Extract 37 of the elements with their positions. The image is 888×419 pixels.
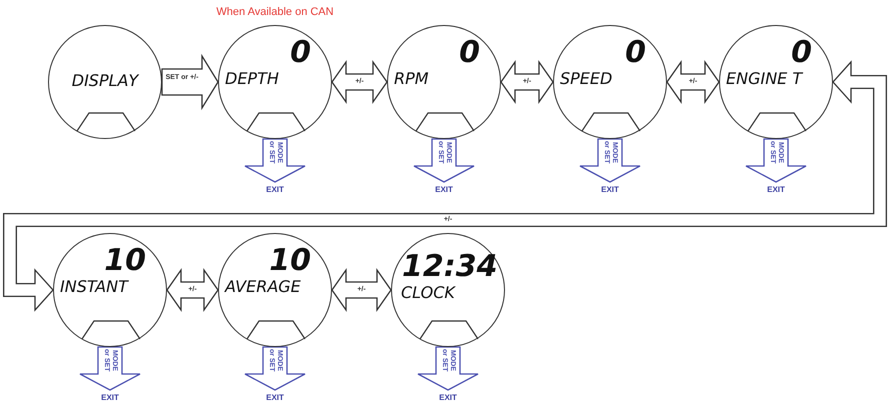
exit-text: EXIT bbox=[90, 392, 130, 404]
block-arrow bbox=[331, 268, 392, 312]
exit-text: EXIT bbox=[590, 184, 630, 196]
exit-text: EXIT bbox=[756, 184, 796, 196]
lcd-label: DEPTH bbox=[225, 70, 279, 88]
lcd-label: AVERAGE bbox=[225, 278, 301, 296]
block-arrow bbox=[244, 138, 306, 183]
lcd-value: 10 bbox=[269, 246, 311, 276]
block-arrow bbox=[666, 60, 720, 104]
lcd-value: 0 bbox=[459, 38, 480, 68]
block-arrow bbox=[79, 346, 141, 391]
lcd-value: 0 bbox=[290, 38, 311, 68]
lcd-value: 0 bbox=[791, 38, 812, 68]
lcd-label: DISPLAY bbox=[70, 72, 140, 90]
lcd-label: RPM bbox=[394, 70, 429, 88]
block-arrow bbox=[166, 268, 219, 312]
block-arrow bbox=[413, 138, 475, 183]
block-arrow bbox=[500, 60, 554, 104]
block-arrow bbox=[3, 61, 887, 311]
block-arrow bbox=[579, 138, 641, 183]
lcd-label: SPEED bbox=[560, 70, 612, 88]
lcd-label: CLOCK bbox=[401, 284, 455, 302]
lcd-label: INSTANT bbox=[60, 278, 128, 296]
lcd-value: 0 bbox=[625, 38, 646, 68]
block-arrow bbox=[745, 138, 807, 183]
exit-text: EXIT bbox=[424, 184, 464, 196]
lcd-value: 12:34 bbox=[402, 252, 498, 282]
block-arrow bbox=[417, 346, 479, 391]
block-arrow bbox=[161, 54, 219, 110]
exit-text: EXIT bbox=[428, 392, 468, 404]
lcd-label: ENGINE T bbox=[726, 70, 802, 88]
block-arrow bbox=[244, 346, 306, 391]
lcd-value: 10 bbox=[104, 246, 146, 276]
block-arrow bbox=[331, 60, 388, 104]
exit-text: EXIT bbox=[255, 392, 295, 404]
exit-text: EXIT bbox=[255, 184, 295, 196]
note-text: When Available on CAN bbox=[215, 5, 335, 20]
